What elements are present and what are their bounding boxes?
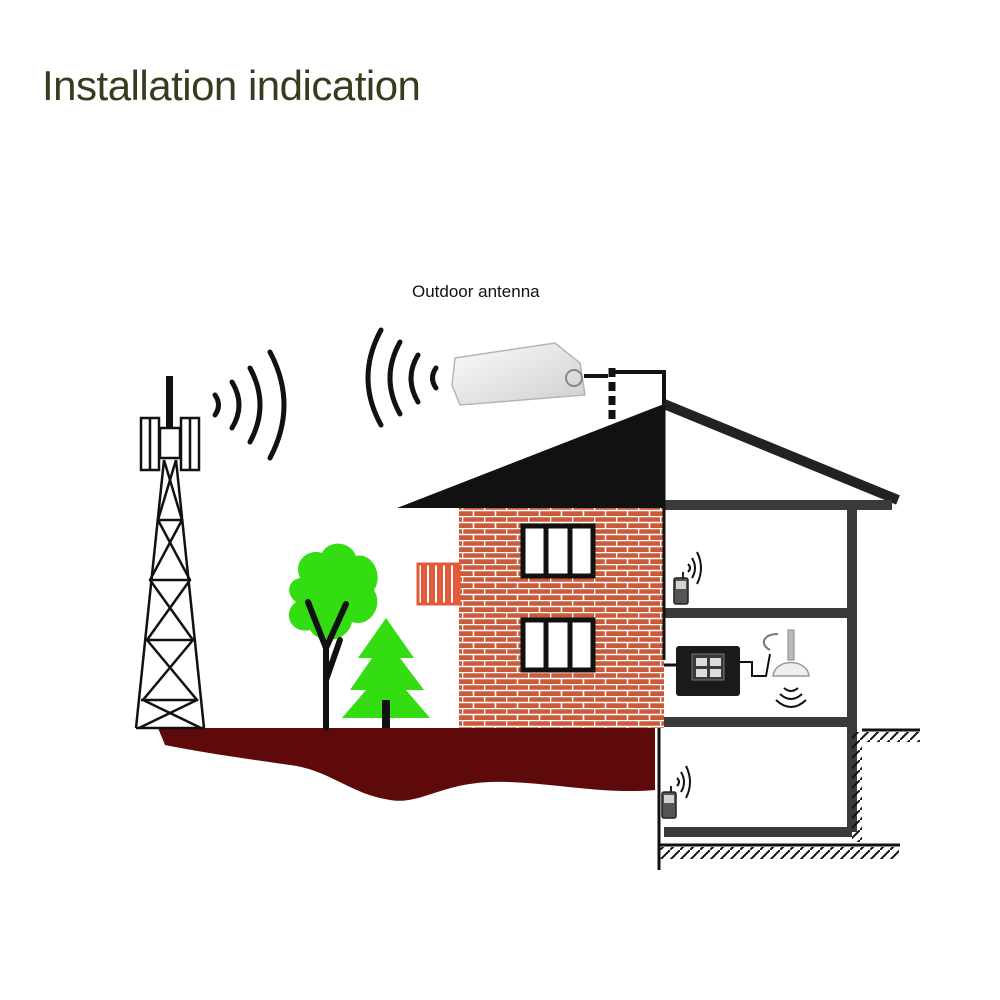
ground (158, 728, 655, 801)
outdoor-antenna-icon (451, 342, 666, 420)
window-lower (520, 617, 596, 673)
house-cutaway (662, 399, 900, 505)
mobile-phone-icon (673, 551, 702, 605)
tree-pine-icon (342, 618, 430, 728)
tower-signal-waves-icon (212, 349, 287, 461)
outdoor-antenna-label: Outdoor antenna (412, 282, 540, 301)
ceiling-antenna-icon (762, 629, 810, 708)
roof (397, 404, 664, 508)
window-upper (520, 523, 596, 579)
mobile-phone-basement-icon (661, 765, 691, 819)
tree-large-icon (288, 543, 378, 731)
signal-booster-icon (664, 646, 771, 696)
cell-tower-icon (134, 376, 206, 730)
page-title: Installation indication (42, 62, 421, 109)
antenna-signal-waves-icon (365, 327, 439, 428)
balcony (416, 562, 461, 606)
